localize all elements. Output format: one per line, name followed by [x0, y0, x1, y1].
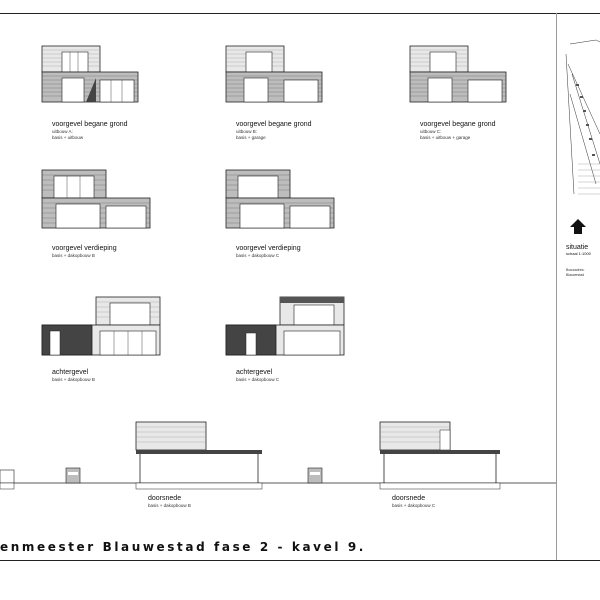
- sheet-title: enmeester Blauwestad fase 2 - kavel 9.: [0, 540, 366, 554]
- site-note-line: Bouwadres:: [566, 268, 585, 272]
- caption-sub: basis + dakopbouw C: [236, 253, 280, 258]
- caption-section-c: doorsnede basis + dakopbouw C: [392, 494, 435, 509]
- elevation-upper-b: [41, 169, 151, 229]
- elevation-b: [225, 45, 323, 103]
- caption-rear-b: achtergevel basis + dakopbouw B: [52, 368, 95, 383]
- site-address-note: Bouwadres: Blauwestad: [566, 268, 584, 277]
- caption-sub: uitbouw A:: [52, 129, 73, 134]
- caption-title: voorgevel verdieping: [236, 245, 301, 252]
- site-note-line: Blauwestad: [566, 272, 585, 277]
- north-arrow-icon: [570, 219, 586, 234]
- caption-elevation-c: voorgevel begane grond uitbouw C: basis …: [420, 120, 496, 141]
- caption-title: doorsnede: [392, 495, 426, 502]
- frame-top-line: [0, 13, 600, 14]
- caption-sub: basis + dakopbouw C: [236, 377, 280, 382]
- caption-sub: basis + garage: [236, 135, 266, 140]
- caption-title: voorgevel verdieping: [52, 245, 117, 252]
- elevation-upper-c: [225, 169, 335, 229]
- caption-rear-c: achtergevel basis + dakopbouw C: [236, 368, 279, 383]
- section-ground-line: [0, 421, 556, 490]
- caption-sub: basis + uitbouw + garage: [420, 135, 471, 140]
- frame-bottom-line: [0, 560, 600, 561]
- caption-sub: basis + dakopbouw B: [52, 253, 95, 258]
- caption-title: voorgevel begane grond: [236, 121, 312, 128]
- elevation-rear-b: [41, 296, 161, 356]
- caption-sub: basis + dakopbouw B: [148, 503, 191, 508]
- caption-sub: basis + uitbouw: [52, 135, 84, 140]
- caption-upper-c: voorgevel verdieping basis + dakopbouw C: [236, 244, 301, 259]
- caption-elevation-b: voorgevel begane grond uitbouw B: basis …: [236, 120, 312, 141]
- caption-title: voorgevel begane grond: [52, 121, 128, 128]
- frame-divider-line: [556, 13, 557, 560]
- caption-sub: basis + dakopbouw B: [52, 377, 95, 382]
- caption-section-b: doorsnede basis + dakopbouw B: [148, 494, 191, 509]
- caption-sub: uitbouw B:: [236, 129, 258, 134]
- caption-sub: basis + dakopbouw C: [392, 503, 436, 508]
- caption-sub: uitbouw C:: [420, 129, 442, 134]
- elevation-c: [409, 45, 507, 103]
- elevation-rear-c: [225, 296, 345, 356]
- caption-elevation-a: voorgevel begane grond uitbouw A: basis …: [52, 120, 128, 141]
- site-plan-map: [565, 39, 600, 234]
- elevation-a: [41, 45, 139, 103]
- caption-title: achtergevel: [236, 369, 273, 376]
- caption-title: voorgevel begane grond: [420, 121, 496, 128]
- site-caption: situatie schaal 1:1000: [566, 244, 591, 256]
- site-scale: schaal 1:1000: [566, 251, 591, 256]
- caption-upper-b: voorgevel verdieping basis + dakopbouw B: [52, 244, 117, 259]
- caption-title: achtergevel: [52, 369, 89, 376]
- caption-title: doorsnede: [148, 495, 182, 502]
- site-title: situatie: [566, 244, 589, 251]
